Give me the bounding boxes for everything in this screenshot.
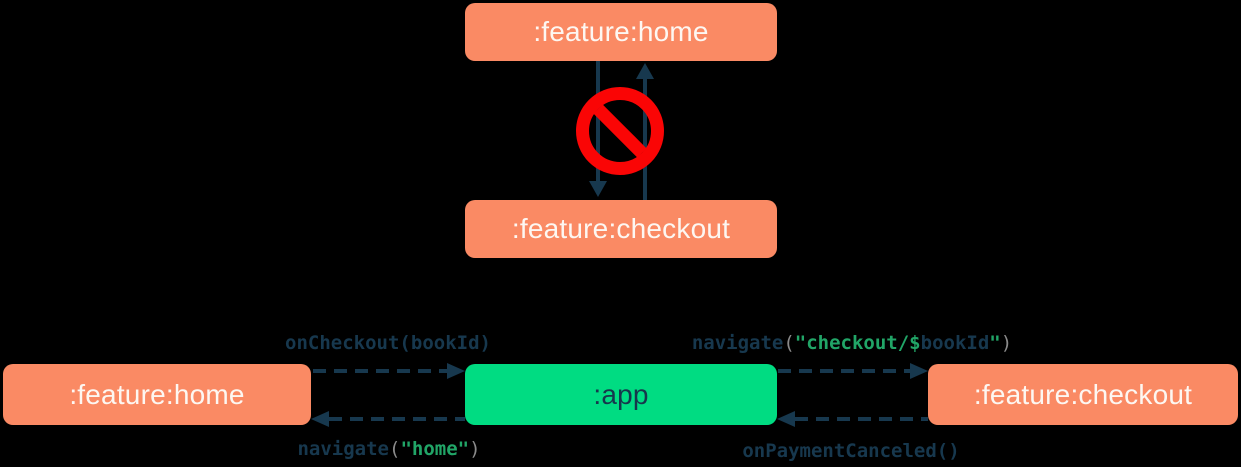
node-feature-home: :feature:home xyxy=(3,364,311,425)
edge-navigate-checkout-line xyxy=(778,369,910,373)
code-token: navigate xyxy=(691,332,784,354)
edge-onpaymentcanceled-line xyxy=(795,417,928,421)
code-token: navigate xyxy=(297,438,389,460)
node-app: :app xyxy=(465,364,777,425)
node-feature-checkout-top: :feature:checkout xyxy=(465,200,777,258)
code-token: bookId xyxy=(920,332,990,354)
no-entry-icon xyxy=(576,87,664,175)
code-token: ( xyxy=(783,332,795,354)
arrowhead-up-icon xyxy=(636,63,654,79)
arrowhead-right-icon xyxy=(447,363,465,379)
code-token: "home" xyxy=(400,438,470,460)
arrowhead-down-icon xyxy=(589,181,607,197)
code-token: onCheckout xyxy=(285,332,400,354)
code-token: "checkout/$ xyxy=(794,332,921,354)
code-token: ) xyxy=(479,332,491,354)
edge-label-oncheckout: onCheckout(bookId) xyxy=(285,332,491,354)
arrowhead-left-icon xyxy=(311,411,329,427)
edge-label-onpaymentcanceled: onPaymentCanceled() xyxy=(742,440,959,462)
edge-label-navigate-home: navigate("home") xyxy=(297,438,480,460)
code-token: ) xyxy=(469,438,481,460)
node-feature-home-top: :feature:home xyxy=(465,3,777,61)
edge-navigate-home-line xyxy=(329,417,465,421)
code-token: ( xyxy=(399,332,411,354)
arrowhead-right-icon xyxy=(910,363,928,379)
code-token: onPaymentCanceled() xyxy=(742,440,960,462)
code-token: " xyxy=(989,332,1001,354)
code-token: bookId xyxy=(410,332,480,354)
code-token: ) xyxy=(1000,332,1013,354)
no-entry-slash xyxy=(593,104,647,158)
edge-oncheckout-line xyxy=(313,369,447,373)
code-token: ( xyxy=(388,438,401,460)
edge-label-navigate-checkout: navigate("checkout/$bookId") xyxy=(692,332,1012,354)
arrowhead-left-icon xyxy=(777,411,795,427)
node-feature-checkout: :feature:checkout xyxy=(928,364,1238,425)
